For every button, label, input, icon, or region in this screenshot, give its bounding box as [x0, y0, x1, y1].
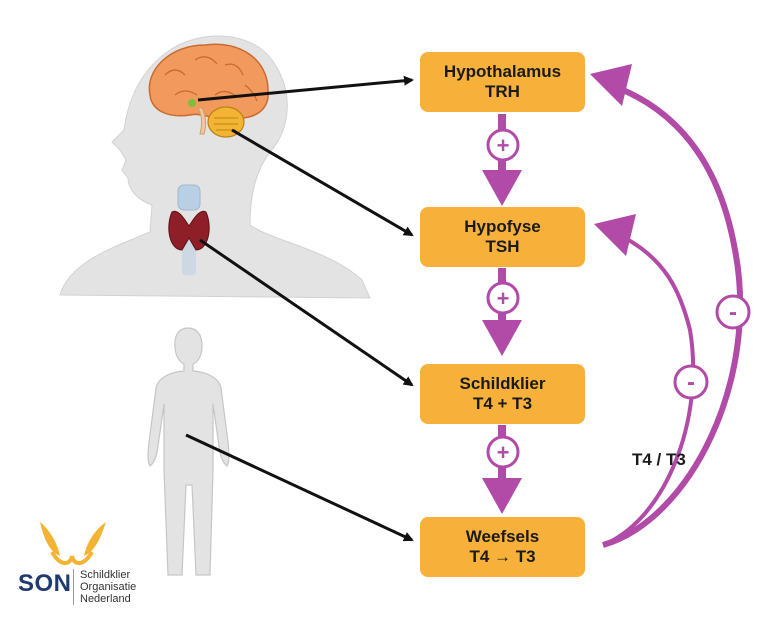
feedback-arrowhead-outer — [590, 64, 632, 106]
thyroid-icon — [168, 184, 210, 275]
svg-text:+: + — [497, 133, 510, 158]
plus-sign-2: + — [486, 281, 520, 315]
box-schildklier-title: Schildklier — [459, 374, 546, 393]
box-weefsels-sub: T4 → T3 — [469, 547, 536, 566]
feedback-curve-inner — [602, 236, 696, 547]
svg-text:-: - — [729, 299, 737, 326]
logo-line-3: Nederland — [80, 593, 131, 605]
logo-line-1: Schildklier — [80, 569, 131, 581]
feedback-curve-outer — [602, 87, 744, 548]
son-logo-butterfly-icon — [40, 522, 106, 565]
cascade-arrowhead-2 — [482, 320, 522, 356]
box-weefsels: Weefsels T4 → T3 — [420, 517, 585, 577]
box-schildklier-sub: T4 + T3 — [472, 394, 533, 413]
box-hypofyse-title: Hypofyse — [464, 217, 541, 236]
box-hypofyse-sub: TSH — [485, 237, 520, 256]
minus-sign-outer: - — [715, 294, 751, 330]
cascade-arrowhead-1 — [482, 170, 522, 206]
svg-text:-: - — [687, 369, 695, 396]
brain-icon — [148, 43, 269, 138]
logo-name: SON — [18, 570, 72, 597]
minus-sign-inner: - — [673, 364, 709, 400]
box-weefsels-title: Weefsels — [465, 527, 540, 546]
arrow-brain-to-hypofyse — [231, 128, 414, 237]
box-hypofyse: Hypofyse TSH — [420, 207, 585, 267]
svg-text:+: + — [497, 286, 510, 311]
cascade-arrowhead-3 — [482, 478, 522, 514]
arrow-body-to-weefsels — [185, 433, 414, 542]
plus-sign-3: + — [486, 435, 520, 469]
head-silhouette — [59, 35, 371, 299]
box-schildklier: Schildklier T4 + T3 — [420, 364, 585, 424]
cascade-arrows: + + + — [482, 114, 522, 514]
feedback-loops: - - — [590, 64, 751, 548]
feedback-arrowhead-inner — [594, 214, 636, 256]
svg-text:+: + — [497, 440, 510, 465]
body-silhouette — [147, 327, 230, 576]
feedback-label: T4 / T3 — [632, 450, 686, 469]
box-hypothalamus-title: Hypothalamus — [443, 62, 562, 81]
logo-line-2: Organisatie — [80, 581, 137, 593]
box-hypothalamus-sub: TRH — [485, 82, 520, 101]
arrow-thyroid-to-schildklier — [199, 238, 414, 387]
box-hypothalamus: Hypothalamus TRH — [420, 52, 585, 112]
anatomy-arrows — [185, 75, 414, 542]
plus-sign-1: + — [486, 128, 520, 162]
arrow-brain-to-hypothalamus — [197, 75, 414, 102]
logo-divider — [73, 569, 74, 605]
